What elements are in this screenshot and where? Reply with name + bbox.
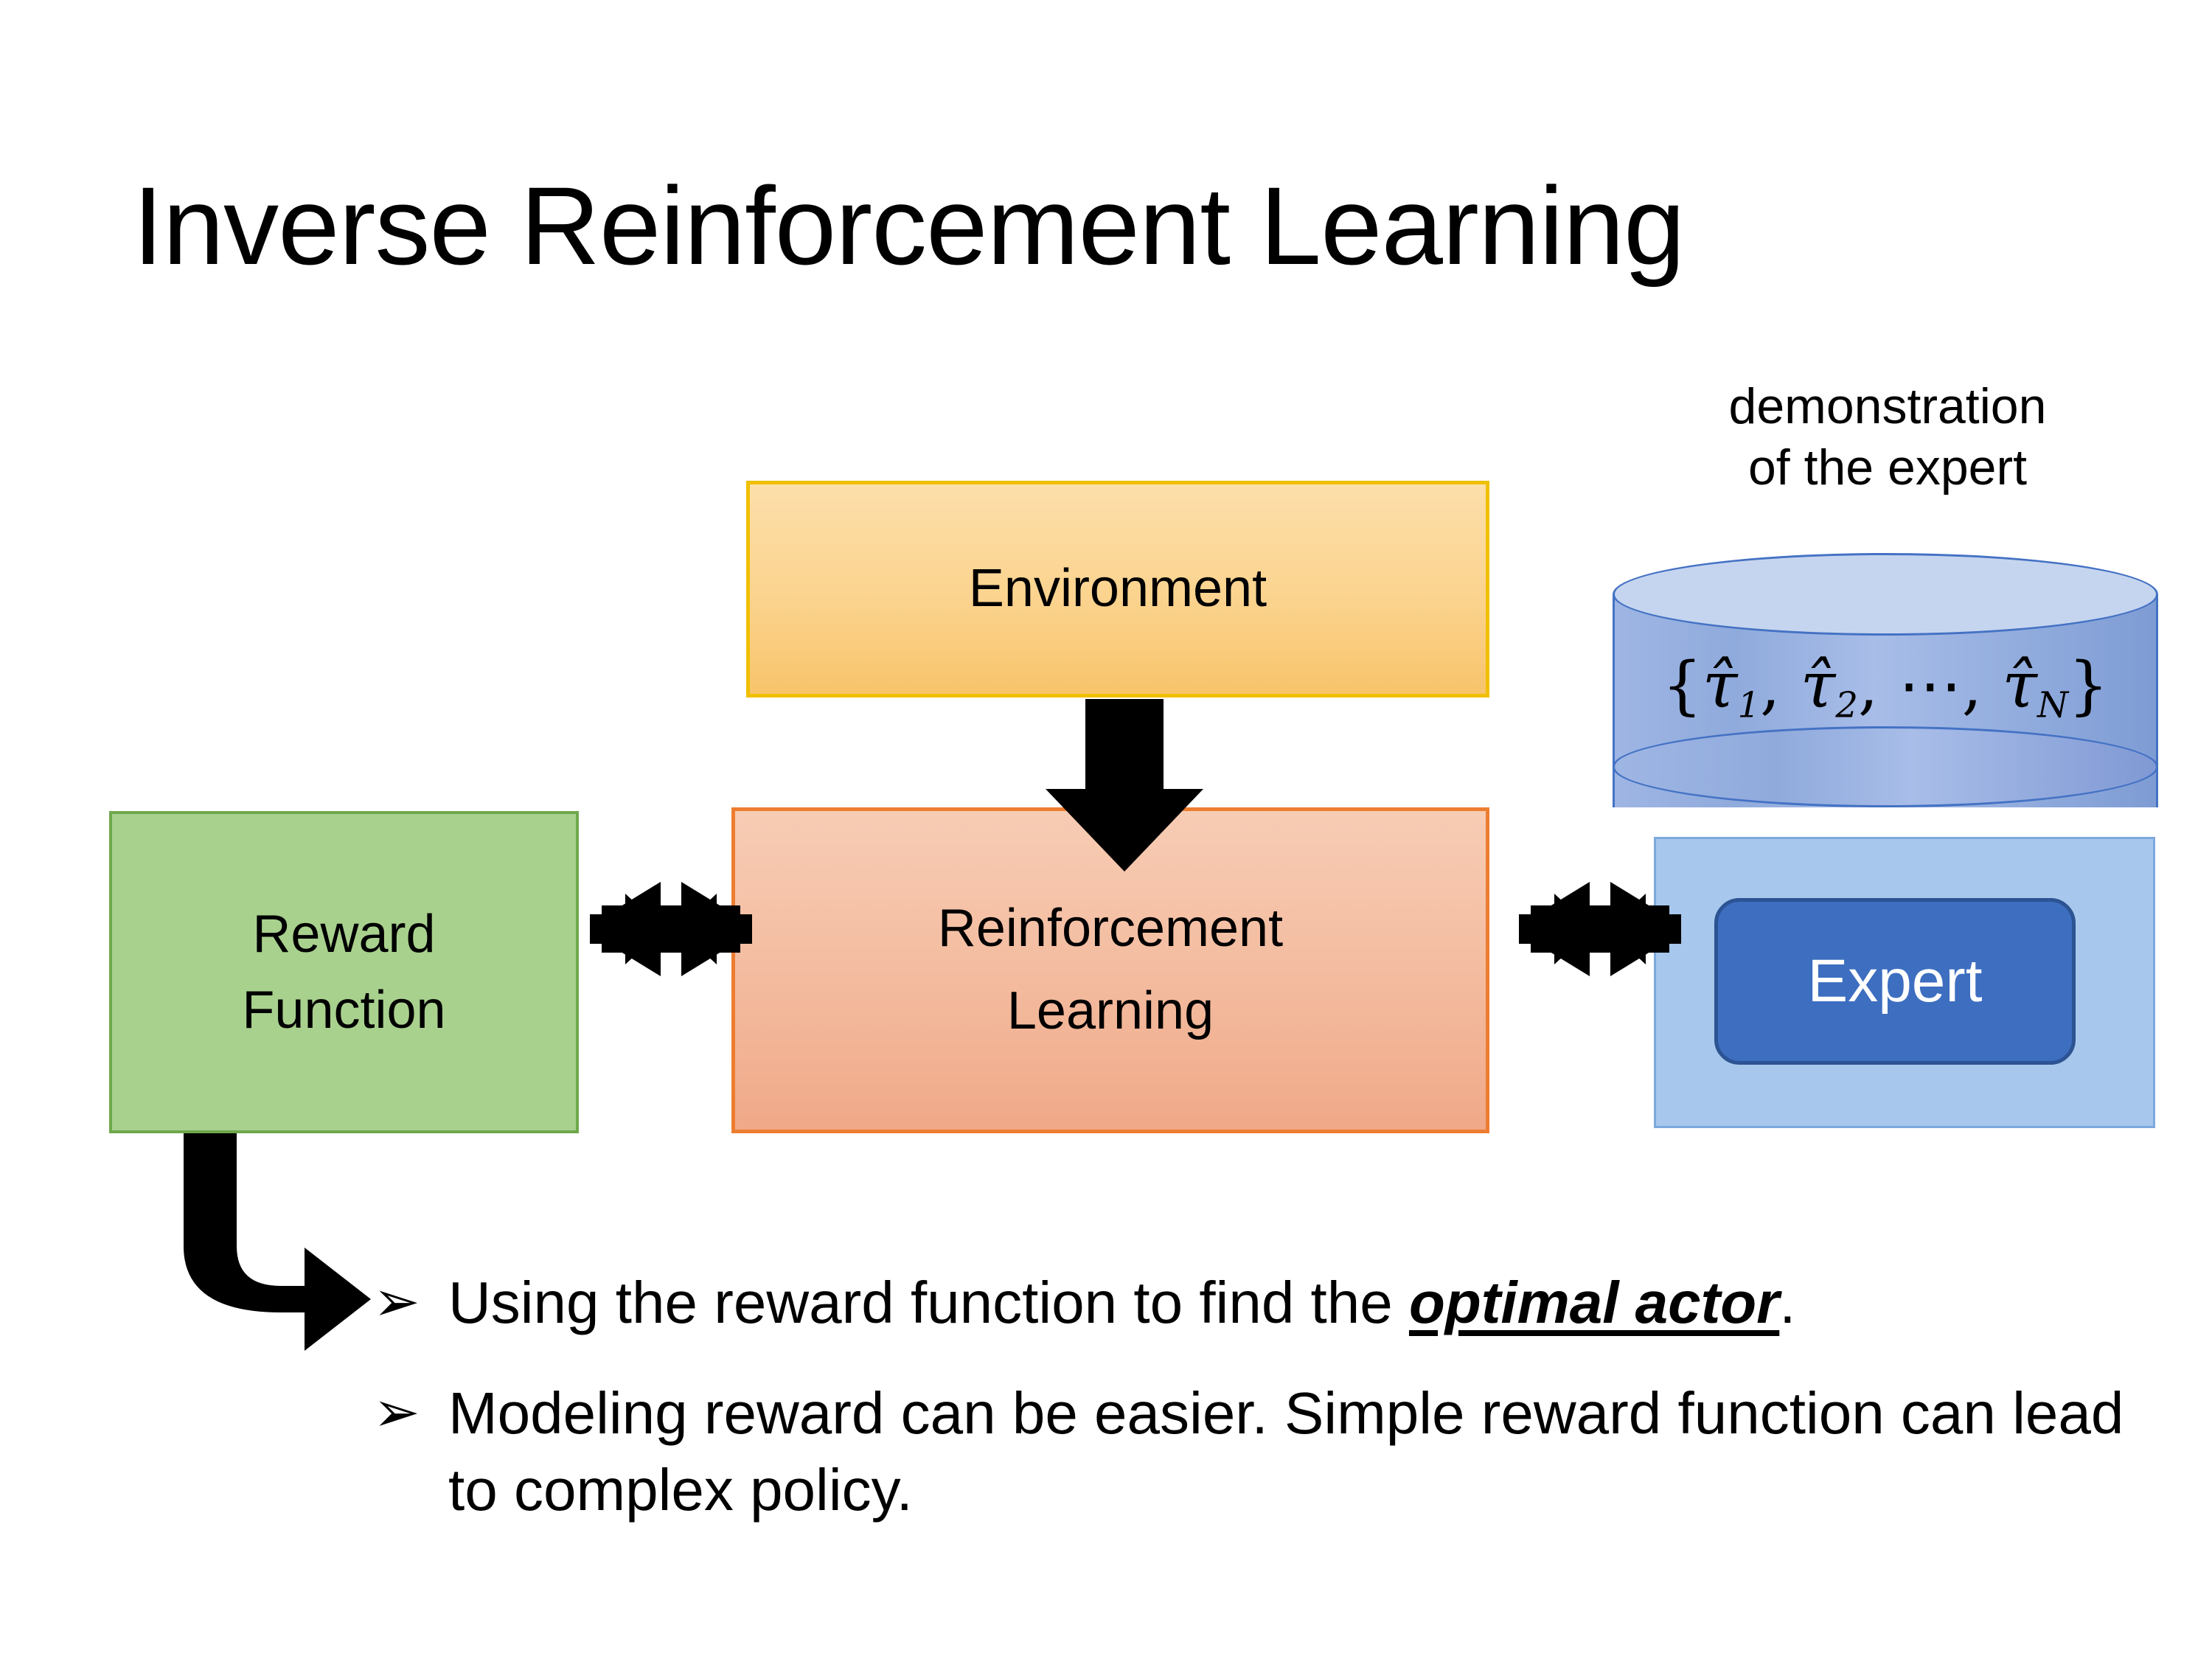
rl-label-line1: Reinforcement <box>937 899 1284 959</box>
demonstration-caption-line1: demonstration <box>1728 378 2047 434</box>
cylinder-top-ellipse <box>1613 553 2158 636</box>
cylinder-bottom-ellipse <box>1613 726 2158 807</box>
bullet-1-text-after: . <box>1779 1270 1796 1335</box>
formula-ellipsis: ⋯ <box>1898 649 1962 723</box>
bullet-1-emphasis: optimal actor <box>1408 1270 1780 1335</box>
formula-tau-1-subscript: 1 <box>1737 684 1761 726</box>
page-title: Inverse Reinforcement Learning <box>133 164 1686 288</box>
expert-badge: Expert <box>1714 898 2076 1065</box>
expert-badge-label: Expert <box>1807 947 1983 1015</box>
reward-label-line2: Function <box>242 980 446 1040</box>
bullet-1-text-before: Using the reward function to find the <box>448 1270 1409 1335</box>
formula-tau-n: τ̂ <box>2002 649 2037 723</box>
formula-open-brace: { <box>1662 649 1703 723</box>
arrow-reward-to-rl <box>590 882 752 976</box>
reinforcement-learning-label: Reinforcement Learning <box>938 888 1283 1052</box>
formula-tau-n-subscript: N <box>2037 684 2069 726</box>
environment-box: Environment <box>746 481 1489 698</box>
formula-tau-2: τ̂ <box>1800 649 1836 723</box>
rl-label-line2: Learning <box>1006 981 1214 1040</box>
formula-comma-3: , <box>1961 649 2003 723</box>
trajectory-cylinder: {τ̂1, τ̂2, ⋯, τ̂N} <box>1613 553 2158 848</box>
arrow-reward-to-bullets <box>184 1133 371 1351</box>
bullet-2-text: Modeling reward can be easier. Simple re… <box>448 1380 2124 1523</box>
reward-function-box: Reward Function <box>109 811 579 1133</box>
bullet-arrow-icon: ➢ <box>373 1270 420 1333</box>
demonstration-caption: demonstration of the expert <box>1615 376 2160 498</box>
formula-close-brace: } <box>2068 649 2109 723</box>
bullet-list: ➢ Using the reward function to find the o… <box>369 1265 2138 1562</box>
list-item: ➢ Using the reward function to find the o… <box>369 1265 2138 1341</box>
reinforcement-learning-box: Reinforcement Learning <box>731 807 1489 1133</box>
bullet-arrow-icon: ➢ <box>373 1381 420 1444</box>
formula-tau-2-subscript: 2 <box>1835 684 1859 726</box>
formula-comma-2: , <box>1858 649 1899 723</box>
formula-comma-1: , <box>1760 649 1801 723</box>
reward-function-label: Reward Function <box>242 897 445 1047</box>
trajectory-set-formula: {τ̂1, τ̂2, ⋯, τ̂N} <box>1613 649 2158 726</box>
environment-label: Environment <box>968 559 1267 619</box>
reward-label-line1: Reward <box>252 905 436 964</box>
demonstration-caption-line2: of the expert <box>1747 439 2028 495</box>
formula-tau-1: τ̂ <box>1702 649 1738 723</box>
list-item: ➢ Modeling reward can be easier. Simple r… <box>369 1375 2138 1528</box>
